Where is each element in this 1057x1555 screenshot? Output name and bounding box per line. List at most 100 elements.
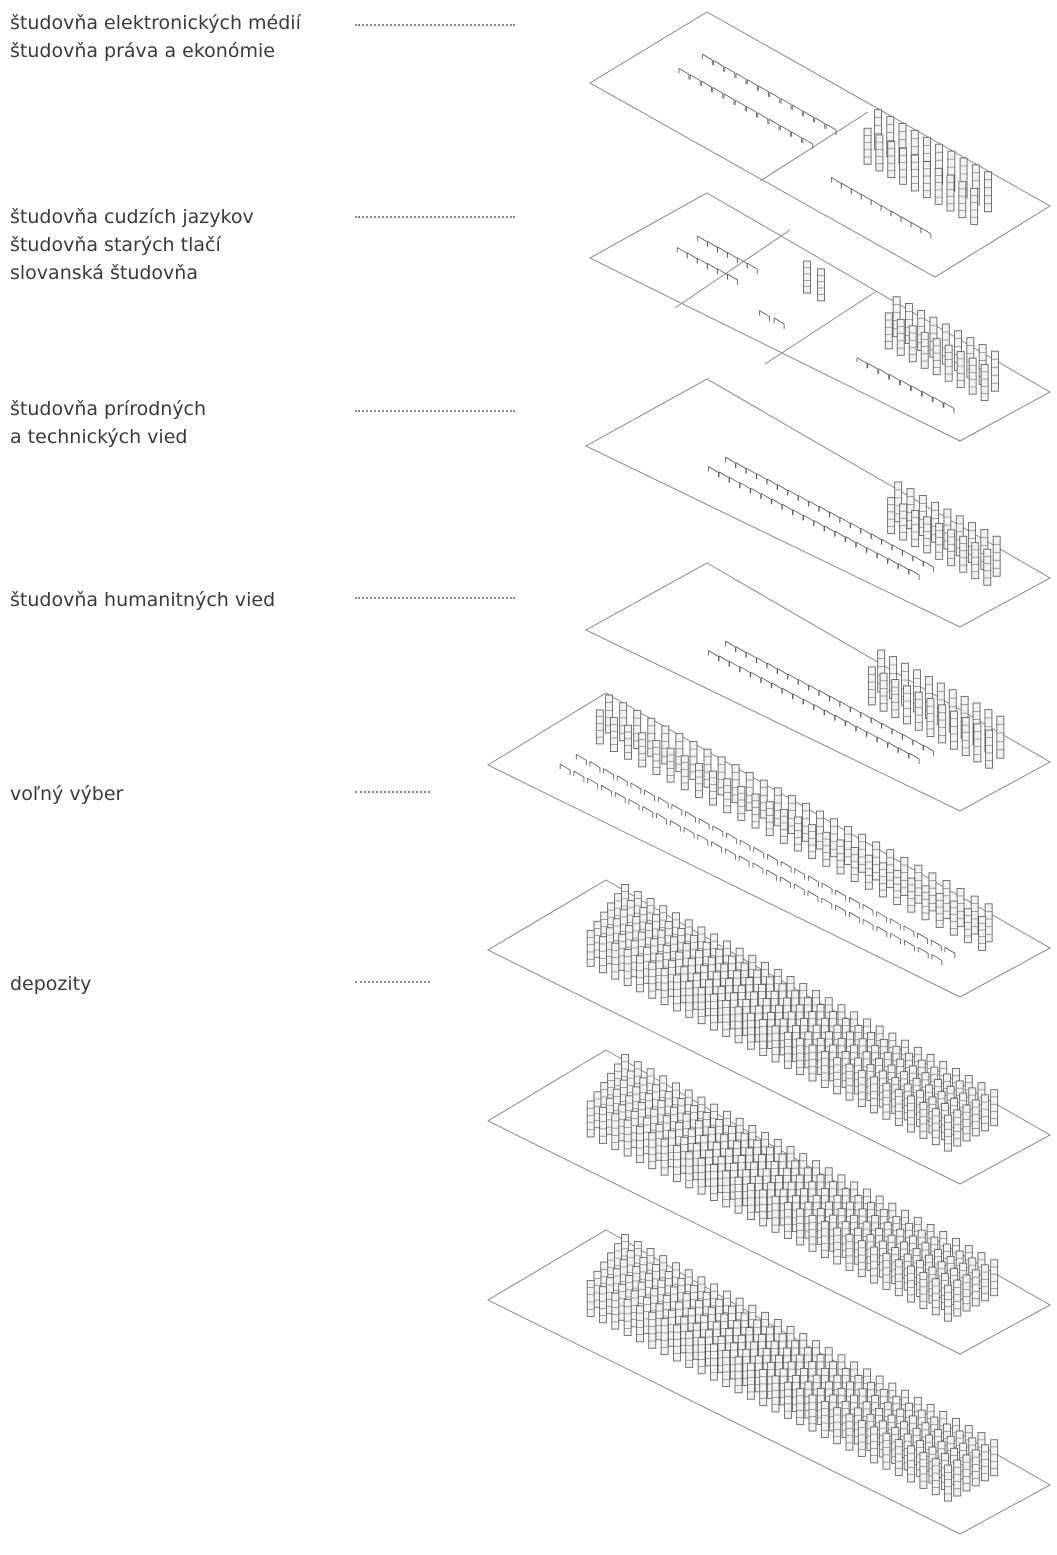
bookshelf [956,351,965,389]
study-desk [725,456,736,469]
study-desk [887,557,899,570]
bookshelf [660,1138,669,1176]
label-line: študovňa elektronických médií [10,12,301,34]
study-desk [908,752,920,765]
bookshelf [931,501,940,543]
bookshelf [879,862,887,898]
bookshelf [931,1458,940,1496]
floor-slab-4 [584,562,1052,812]
bookshelf [673,1145,681,1182]
bookshelf [783,1381,792,1419]
bookshelf [961,717,970,756]
study-desk [834,714,846,727]
study-desk [769,91,781,104]
bookshelf [864,854,873,890]
bookshelf [710,993,718,1031]
study-desk [689,74,701,86]
bookshelf [931,1108,940,1146]
bookshelf [773,787,782,827]
bookshelf [949,900,958,936]
bookshelf [722,1000,731,1037]
study-desk [791,104,803,116]
study-desk [767,854,778,866]
bookshelf [734,1356,743,1394]
bookshelf [971,1449,980,1487]
study-desk [814,117,826,129]
bookshelf [867,666,876,706]
bookshelf [926,698,935,737]
bookshelf [985,729,994,769]
bookshelf [689,741,698,780]
bookshelf [907,877,916,913]
bookshelf [907,1095,915,1133]
bookshelf [857,1420,866,1457]
bookshelf [894,1089,903,1127]
study-desk [657,796,669,809]
floor-slab-1 [589,11,1051,278]
study-desk [818,506,830,518]
study-desk [881,538,893,551]
bookshelf [990,1439,999,1477]
bookshelf [932,338,941,376]
study-desk [821,897,833,910]
bookshelf [944,344,953,382]
study-desk [923,560,934,573]
bookshelf [983,548,992,586]
study-desk [802,137,814,150]
bookshelf [973,723,982,763]
study-desk [723,93,735,105]
bookshelf [962,1104,971,1142]
bookshelf [981,1264,989,1302]
label-line: voľný výber [10,783,124,805]
study-desk [902,549,914,562]
label-line: depozity [10,973,92,995]
study-desk [860,527,872,540]
study-desk [870,533,882,545]
bookshelf [996,715,1005,759]
study-desk [878,368,890,380]
bookshelf [870,1076,879,1114]
study-desk [628,798,640,811]
leader-line-4 [355,597,515,599]
bookshelf [830,818,838,858]
bookshelf [892,296,901,338]
study-desk [739,482,751,494]
leader-line-6 [355,981,430,983]
study-desk [708,466,719,478]
bookshelf [820,1050,829,1088]
bookshelf [619,702,628,742]
study-desk [630,782,642,794]
study-desk [889,374,900,386]
study-desk [900,379,911,392]
bookshelf [697,987,706,1025]
bookshelf [928,872,937,912]
bookshelf [787,795,796,834]
study-desk [573,770,585,783]
bookshelf [938,704,947,744]
study-desk [910,385,922,397]
study-desk [768,118,780,131]
study-desk [903,925,915,937]
study-desk [793,883,805,895]
study-desk [725,640,736,653]
bookshelf [922,161,931,199]
study-desk [876,911,888,923]
bookshelf [900,857,909,896]
study-desk [734,99,746,112]
study-desk [760,677,772,689]
bookshelf [636,955,644,993]
bookshelf [759,779,768,819]
label-line: slovanská študovňa [10,262,198,284]
study-desk [808,500,820,512]
study-desk [932,396,944,408]
study-desk [855,725,867,738]
bookshelf [911,510,920,547]
study-desk [683,827,695,839]
study-desk [781,687,793,700]
bookshelf [875,134,884,172]
study-desk [917,947,929,959]
bookshelf [894,1259,903,1297]
study-desk [614,791,626,804]
study-desk [890,932,902,945]
bookshelf [746,1362,755,1400]
